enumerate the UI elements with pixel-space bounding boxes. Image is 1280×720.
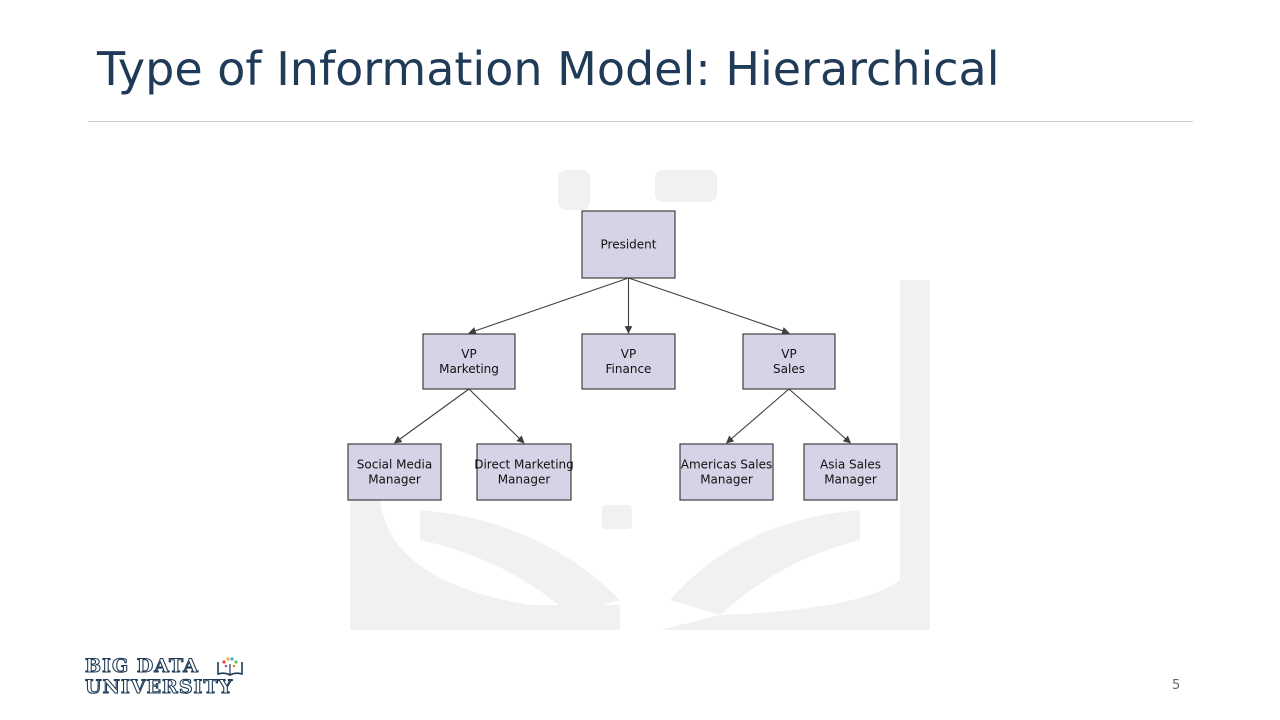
title-divider: [88, 121, 1193, 122]
page-number: 5: [1172, 678, 1181, 693]
node-box: [581, 333, 676, 390]
logo-book-icon: [217, 657, 243, 676]
big-data-university-logo: BIG DATA UNIVERSITY: [84, 655, 245, 702]
node-box: [742, 333, 836, 390]
node-president: President: [581, 210, 676, 279]
node-label: VP: [621, 347, 636, 361]
node-label: Manager: [824, 473, 877, 487]
edge-vp-marketing-to-social-media-manager: [393, 388, 470, 444]
node-label: Marketing: [439, 362, 499, 376]
node-label: President: [601, 238, 657, 252]
edge-vp-marketing-to-direct-marketing-manager: [468, 388, 525, 444]
node-box: [581, 210, 676, 279]
node-label: Asia Sales: [820, 458, 881, 472]
edge-vp-sales-to-asia-sales-manager: [788, 388, 852, 444]
logo-line-1: BIG DATA: [84, 655, 199, 677]
node-box: [476, 443, 572, 501]
node-label: Finance: [606, 362, 652, 376]
node-box: [347, 443, 442, 501]
node-label: VP: [781, 347, 796, 361]
edge-president-to-vp-sales: [628, 277, 790, 335]
node-box: [679, 443, 774, 501]
logo-line-2: UNIVERSITY: [84, 676, 234, 698]
node-label: VP: [461, 347, 476, 361]
watermark-book-icon: [350, 170, 930, 630]
node-label: Manager: [368, 473, 421, 487]
edge-president-to-vp-marketing: [468, 277, 629, 335]
node-label: Manager: [498, 473, 551, 487]
node-label: Direct Marketing: [474, 458, 574, 472]
node-label: Americas Sales: [681, 458, 773, 472]
node-label: Social Media: [357, 458, 432, 472]
slide-title: Type of Information Model: Hierarchical: [97, 42, 1000, 96]
diagram-nodes: PresidentVPMarketingVPFinanceVPSalesSoci…: [347, 210, 898, 501]
node-label: Sales: [773, 362, 805, 376]
diagram-edges: [393, 277, 852, 444]
node-box: [803, 443, 898, 501]
edge-vp-sales-to-americas-sales-manager: [725, 388, 790, 444]
node-box: [422, 333, 516, 390]
node-label: Manager: [700, 473, 753, 487]
